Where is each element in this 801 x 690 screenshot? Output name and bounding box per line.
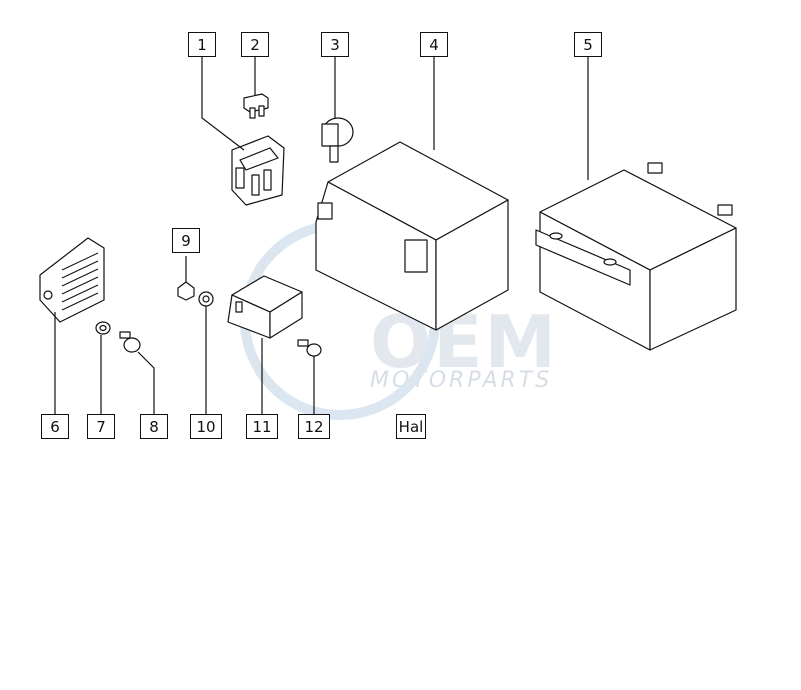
part-5-battery [535, 162, 737, 351]
callout-2: 2 [241, 32, 269, 57]
callout-3: 3 [321, 32, 349, 57]
part-12-screw [297, 339, 322, 357]
callout-8: 8 [140, 414, 168, 439]
part-10-washer [198, 291, 214, 307]
leader-8 [137, 351, 155, 414]
leader-1 [201, 57, 245, 151]
callout-6: 6 [41, 414, 69, 439]
callout-10: 10 [190, 414, 222, 439]
callout-4: 4 [420, 32, 448, 57]
part-4-battery [315, 141, 509, 331]
part-9-nut [177, 281, 195, 301]
callout-11: 11 [246, 414, 278, 439]
part-6-regulator [39, 237, 105, 323]
part-1-bracket [231, 135, 285, 206]
callout-hal: Hal [396, 414, 426, 439]
callout-1: 1 [188, 32, 216, 57]
part-7-washer [95, 321, 111, 335]
callout-9: 9 [172, 228, 200, 253]
part-8-screw [119, 331, 141, 353]
callout-5: 5 [574, 32, 602, 57]
part-2-fuse [243, 93, 269, 119]
callout-12: 12 [298, 414, 330, 439]
part-11-relay [227, 275, 303, 339]
part-3-cap [321, 117, 354, 163]
callout-7: 7 [87, 414, 115, 439]
